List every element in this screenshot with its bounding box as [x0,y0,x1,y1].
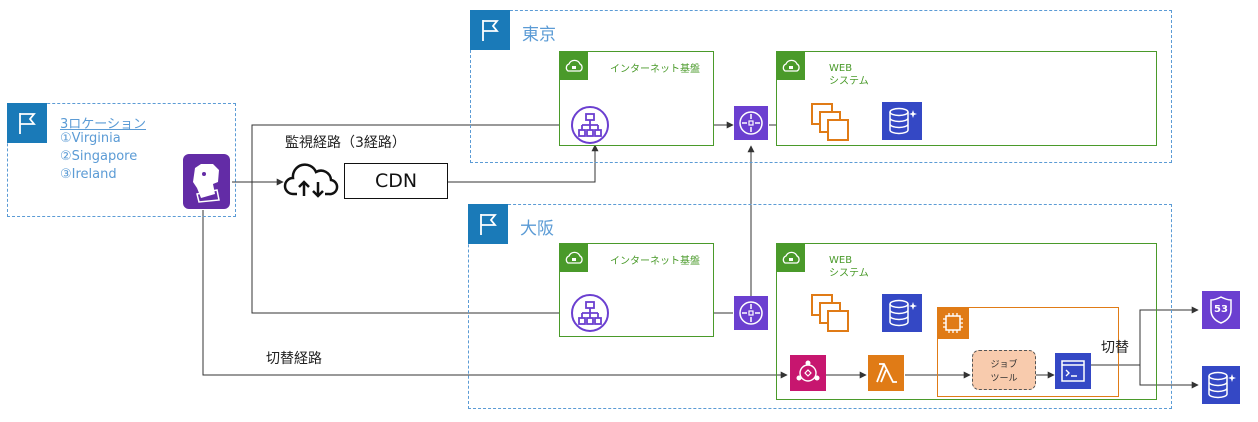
osaka-flag-icon [468,204,508,244]
location-singapore: ②Singapore [60,149,138,164]
osaka-web-cloud-icon [777,244,805,272]
osaka-web-label-2: システム [829,268,869,279]
osaka-router-icon [734,296,768,330]
ec2-instance-box [937,307,1119,397]
tokyo-internet-cloud-icon [560,52,588,80]
line-monitor-osaka [251,182,571,317]
cdn-box: CDN [344,163,448,199]
line-monitor-tokyo [251,121,571,182]
ec2-chip-icon [937,307,969,339]
location-ireland: ③Ireland [60,167,117,182]
tokyo-web-label-2: システム [829,76,869,87]
cloud-upload-download-icon [283,160,339,202]
line-switch-db [1090,364,1199,389]
job-tool-label-2: ツール [990,374,1018,384]
tokyo-web-cloud-icon [777,52,805,80]
line-switch-route [202,210,788,379]
osaka-region [468,204,1172,409]
job-tool-box: ジョブ ツール [972,350,1036,390]
tokyo-web-label-1: WEB [829,63,853,74]
tokyo-internet-box [559,51,714,146]
monitoring-route-label: 監視経路（3経路） [285,135,406,151]
locations-region [7,103,236,217]
locations-flag-icon [7,103,47,143]
osaka-internet-cloud-icon [560,244,588,272]
job-tool-label-1: ジョブ [990,360,1018,370]
osaka-load-balancer-icon [570,293,610,333]
switch-label: 切替 [1101,340,1129,356]
osaka-label: 大阪 [520,219,554,239]
terminal-icon [1055,353,1091,389]
lambda-icon [868,355,904,391]
route53-label: 53 [1214,304,1228,315]
tokyo-flag-icon [470,10,510,50]
osaka-compute-instances-icon [810,293,852,333]
tokyo-compute-instances-icon [810,102,852,142]
line-cdn-tokyo [448,144,599,183]
osaka-database-icon [882,294,922,332]
location-virginia: ①Virginia [60,131,121,146]
cdn-label: CDN [374,170,418,192]
eventbridge-icon [790,355,826,391]
tokyo-router-icon [734,106,768,140]
switch-database-icon [1202,366,1240,404]
osaka-web-box [776,243,1157,400]
tokyo-database-icon [882,102,922,140]
switch-route-label: 切替経路 [266,351,322,367]
osaka-web-label-1: WEB [829,255,853,266]
route53-icon: 53 [1202,291,1240,329]
tokyo-label: 東京 [522,25,556,45]
tokyo-load-balancer-icon [570,105,610,145]
tokyo-internet-label: インターネット基盤 [610,64,700,75]
locations-title: 3ロケーション [60,117,147,132]
osaka-internet-label: インターネット基盤 [610,256,700,267]
datadog-icon [183,154,230,209]
tokyo-region [470,10,1172,163]
